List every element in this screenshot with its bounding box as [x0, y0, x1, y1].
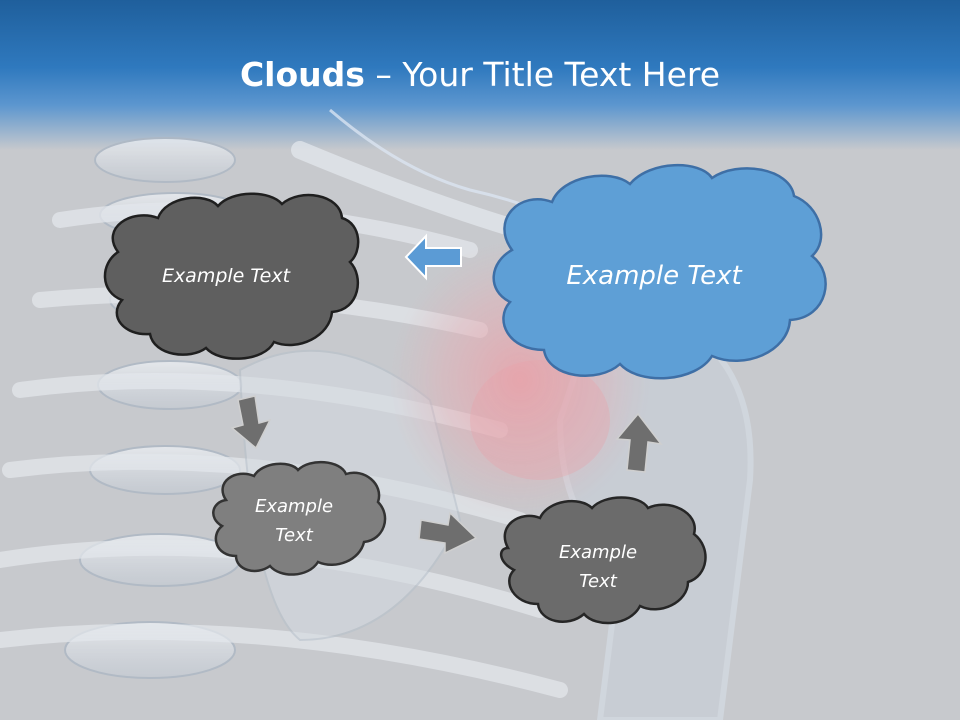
cloud-top-right: Example Text — [492, 163, 827, 380]
cloud-bottom-right-shape — [500, 496, 707, 625]
cloud-middle-left: Example Text — [212, 461, 387, 576]
cloud-middle-left-shape — [212, 461, 387, 576]
arrow-up-gray — [615, 412, 663, 473]
cloud-bottom-right-text-line1: Example — [559, 542, 637, 563]
cloud-top-left-shape — [103, 192, 360, 360]
cloud-bottom-right-text-line2: Text — [579, 571, 617, 592]
cloud-middle-left-text-line1: Example — [255, 496, 333, 517]
title-bar — [0, 0, 960, 150]
arrow-left-blue — [404, 233, 462, 281]
cloud-middle-left-text-line2: Text — [275, 525, 313, 546]
slide-title-bold: Clouds — [239, 55, 365, 94]
slide-title: Clouds – Your Title Text Here — [0, 50, 960, 100]
arrow-down-gray — [230, 395, 272, 450]
slide-title-rest: – Your Title Text Here — [364, 55, 721, 94]
cloud-top-left: Example Text — [103, 192, 360, 360]
cloud-top-right-shape — [492, 163, 827, 380]
arrow-right-gray — [418, 511, 478, 555]
cloud-bottom-right: Example Text — [500, 496, 707, 625]
cloud-top-right-text: Example Text — [566, 261, 742, 291]
cloud-top-left-text: Example Text — [162, 265, 292, 287]
